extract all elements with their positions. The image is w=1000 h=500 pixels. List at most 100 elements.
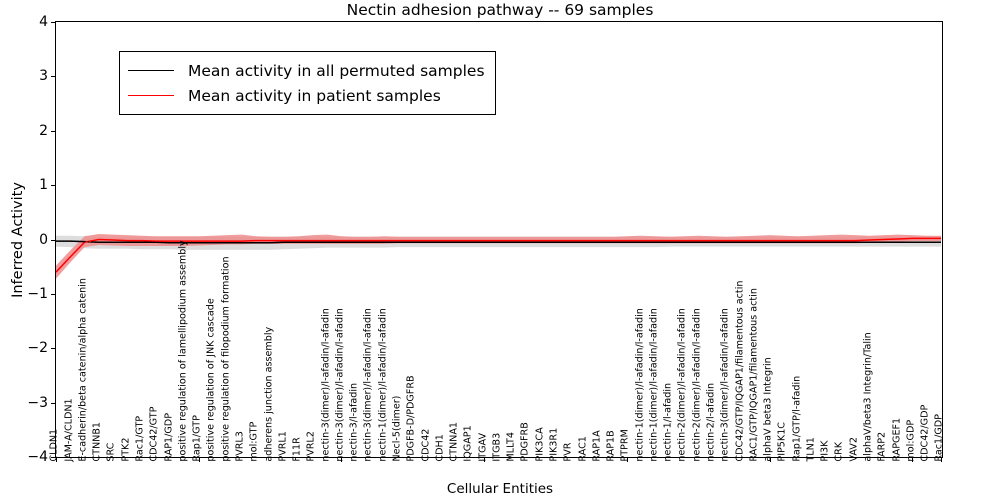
x-tick-label: CDC42/GDP [919,405,931,462]
x-tick-mark [769,458,771,462]
x-tick-label: nectin-2(dimer)/l-afadin/l-afadin [691,308,703,462]
x-tick-label: VAV2 [848,437,860,462]
x-tick-label: Rac1/GTP [134,416,146,462]
y-tick-mark [51,76,55,78]
x-tick-label: PTK2 [120,437,132,462]
y-tick-label: 2 [39,122,48,139]
x-tick-label: nectin-3(dimer)/l-afadin/l-afadin [719,308,731,462]
legend-label-permuted: Mean activity in all permuted samples [188,61,485,80]
x-tick-label: PIP5K1C [776,422,788,462]
y-tick-mark [51,239,55,241]
y-tick-mark [51,293,55,295]
x-tick-mark [941,458,942,462]
x-tick-label: PVRL2 [305,431,317,462]
x-tick-label: PVRL1 [277,431,289,462]
y-tick-mark [51,457,55,458]
x-tick-mark [56,458,57,462]
x-tick-label: MLLT4 [505,432,517,462]
y-tick-label: −2 [27,340,48,357]
x-tick-label: PVRL3 [234,431,246,462]
x-tick-label: RAC1 [576,436,588,462]
legend-swatch-permuted [128,70,174,71]
x-tick-label: PDGFRB [519,422,531,462]
y-tick-mark [51,402,55,404]
y-tick-label: 3 [39,68,48,85]
x-tick-label: nectin-1/l-afadin [662,383,674,462]
y-tick-label: −1 [27,285,48,302]
x-tick-mark [626,458,628,462]
legend-item-permuted: Mean activity in all permuted samples [128,58,485,83]
x-tick-label: alphaV/beta3 Integrin/Talin [862,332,874,462]
x-tick-label: IQGAP1 [462,425,474,462]
x-tick-label: RAPGEF1 [890,418,902,462]
x-tick-label: PIK3R1 [548,428,560,462]
x-tick-mark [912,458,914,462]
x-axis-ticks [55,458,943,464]
x-tick-label: PDGFB-D/PDGFRB [405,375,417,462]
x-tick-label: nectin-2(dimer)/l-afadin/l-afadin [676,308,688,462]
x-tick-label: alphaV beta3 Integrin [762,357,774,462]
x-tick-mark [198,458,200,462]
x-tick-label: ITGAV [477,433,489,462]
y-tick-label: 4 [39,14,48,30]
y-tick-mark [51,348,55,350]
x-tick-label: CLDN1 [48,429,60,462]
x-tick-label: RAP1/GDP [162,413,174,462]
x-tick-label: adherens junction assembly [262,327,274,462]
x-tick-label: SRC [105,443,117,462]
x-tick-label: CDC42/GTP/IQGAP1/filamentous actin [733,280,745,462]
legend: Mean activity in all permuted samples Me… [119,51,496,115]
x-tick-label: CRK [833,442,845,462]
x-tick-label: nectin-3(dimer)/l-afadin/l-afadin [320,308,332,462]
x-tick-mark [341,458,343,462]
x-tick-label: E-cadherin/beta catenin/alpha catenin [77,278,89,462]
x-tick-label: nectin-1(dimer)/l-afadin/l-afadin [648,308,660,462]
x-tick-label: positive regulation of filopodium format… [220,256,232,462]
y-tick-mark [51,22,55,23]
series-svg [56,234,941,279]
x-tick-label: PIK3CA [534,427,546,462]
x-tick-label: CDC42 [419,429,431,462]
x-tick-label: JAM-A/CLDN1 [63,398,75,462]
y-tick-mark [51,185,55,187]
x-tick-label: nectin-2/l-afadin [705,383,717,462]
legend-swatch-patient [128,95,174,96]
x-tick-label: PVR [562,442,574,462]
legend-label-patient: Mean activity in patient samples [188,86,441,105]
y-tick-label: 1 [39,177,48,194]
x-tick-label: CDH1 [434,434,446,462]
x-tick-mark [484,458,486,462]
x-tick-label: mol:GTP [248,422,260,462]
x-tick-label: PI3K [819,440,831,462]
x-tick-label: Rap1/GTP/l-afadin [791,376,803,462]
x-tick-label: nectin-3(dimer)/l-afadin/l-afadin [334,308,346,462]
x-tick-label: ITGB3 [491,433,503,462]
y-tick-label: −4 [27,449,48,465]
x-tick-label: nectin-3/l-afadin [348,383,360,462]
legend-item-patient: Mean activity in patient samples [128,83,485,108]
x-tick-label: Rac1/GDP [933,414,945,462]
x-tick-label: nectin-1(dimer)/l-afadin/l-afadin [634,308,646,462]
y-tick-mark [51,130,55,132]
x-tick-label: FARP2 [876,432,888,462]
x-tick-label: Necl-5(dimer) [391,395,403,462]
x-axis-label: Cellular Entities [446,481,554,497]
x-tick-label: CTNNA1 [448,422,460,462]
x-tick-label: TLN1 [805,437,817,463]
x-tick-label: F11R [291,437,303,462]
x-tick-label: RAP1B [605,430,617,462]
x-tick-label: RAC1/GTP/IQGAP1/filamentous actin [748,288,760,462]
x-tick-label: Rap1/GTP [191,415,203,463]
plot-clip [56,22,942,457]
x-tick-label: mol:GDP [905,420,917,462]
x-tick-label: nectin-3(dimer)/l-afadin/l-afadin [362,308,374,462]
chart-title: Nectin adhesion pathway -- 69 samples [346,1,654,19]
x-tick-label: CDC42/GTP [148,407,160,462]
y-tick-label: 0 [39,231,48,248]
x-tick-label: RAP1A [591,430,603,462]
x-tick-label: CTNNB1 [91,422,103,462]
plot-area: Mean activity in all permuted samples Me… [55,21,943,458]
x-tick-label: positive regulation of lamellipodium ass… [177,240,189,462]
x-tick-label: positive regulation of JNK cascade [205,298,217,462]
